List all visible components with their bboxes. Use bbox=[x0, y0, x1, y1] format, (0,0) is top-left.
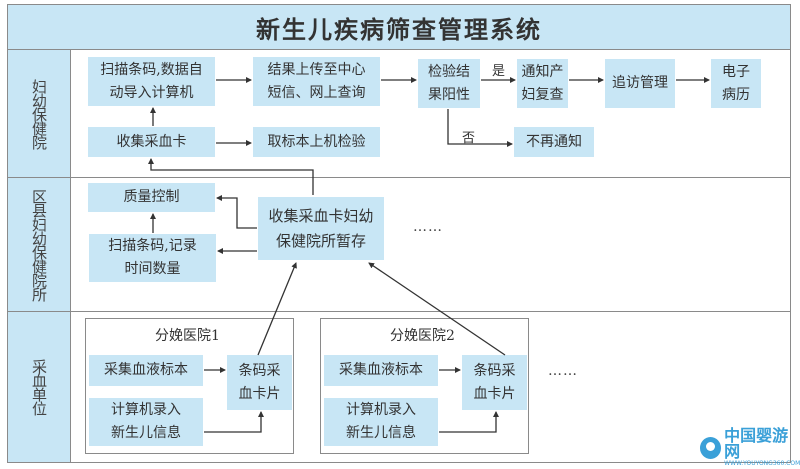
box-lab-test: 取标本上机检验 bbox=[253, 127, 380, 157]
branch-yes-label: 是 bbox=[492, 64, 506, 79]
arrow-h2-card-to-storage bbox=[368, 262, 506, 356]
box-collect-cards: 收集采血卡 bbox=[88, 127, 215, 157]
ellipsis: …… bbox=[413, 219, 443, 235]
arrow-h1-entry-to-card bbox=[204, 411, 264, 433]
lane-label-district-mch: 区县妇幼保健院所 bbox=[8, 178, 71, 311]
box-no-notify: 不再通知 bbox=[514, 127, 594, 157]
ellipsis: …… bbox=[548, 363, 578, 379]
title-text: 新生儿疾病筛查管理系统 bbox=[256, 15, 542, 44]
box-temp-storage: 收集采血卡妇幼 保健院所暂存 bbox=[258, 197, 384, 260]
box-quality-control: 质量控制 bbox=[88, 183, 215, 212]
arrow-storage-to-collect bbox=[148, 158, 314, 195]
box-h1-computer-entry: 计算机录入 新生儿信息 bbox=[89, 398, 203, 446]
arrow-h2-entry-to-card bbox=[439, 411, 499, 433]
arrow-positive-to-no-notify bbox=[447, 109, 513, 147]
box-follow-up: 追访管理 bbox=[605, 59, 675, 108]
arrow-h1-card-to-storage bbox=[257, 262, 297, 356]
box-upload-results: 结果上传至中心 短信、网上查询 bbox=[253, 57, 380, 106]
box-notify-recheck: 通知产 妇复查 bbox=[517, 59, 568, 108]
box-h1-barcode-card: 条码采 血卡片 bbox=[227, 355, 292, 410]
logo-name: 中国婴游网 bbox=[724, 426, 789, 461]
arrow-storage-to-quality bbox=[216, 195, 257, 229]
lane-label-text: 区县妇幼保健院所 bbox=[30, 188, 48, 301]
branch-no-label: 否 bbox=[462, 131, 476, 146]
box-h2-collect-blood: 采集血液标本 bbox=[324, 355, 438, 386]
box-emr: 电子 病历 bbox=[711, 59, 761, 108]
logo-icon bbox=[700, 437, 722, 459]
box-scan-auto-import: 扫描条码,数据自 动导入计算机 bbox=[88, 57, 215, 106]
lane-label-mch-hospital: 妇幼保健院 bbox=[8, 50, 71, 177]
box-h2-barcode-card: 条码采 血卡片 bbox=[462, 355, 527, 410]
watermark-logo: 中国婴游网 WWW.YOUYONG360.COM bbox=[700, 428, 800, 468]
box-h1-collect-blood: 采集血液标本 bbox=[89, 355, 203, 386]
lane-label-collection-unit: 采血单位 bbox=[8, 312, 71, 462]
logo-url: WWW.YOUYONG360.COM bbox=[724, 460, 800, 467]
hospital-1-title: 分娩医院1 bbox=[155, 328, 220, 344]
lane-divider bbox=[8, 311, 790, 312]
lane-divider bbox=[8, 177, 790, 178]
lane-label-text: 妇幼保健院 bbox=[30, 78, 48, 149]
box-h2-computer-entry: 计算机录入 新生儿信息 bbox=[324, 398, 438, 446]
hospital-2-title: 分娩医院2 bbox=[390, 328, 455, 344]
diagram-title: 新生儿疾病筛查管理系统 bbox=[8, 5, 790, 50]
lane-label-text: 采血单位 bbox=[30, 359, 48, 415]
box-scan-record: 扫描条码,记录 时间数量 bbox=[89, 234, 216, 282]
box-positive-result: 检验结 果阳性 bbox=[418, 59, 480, 108]
